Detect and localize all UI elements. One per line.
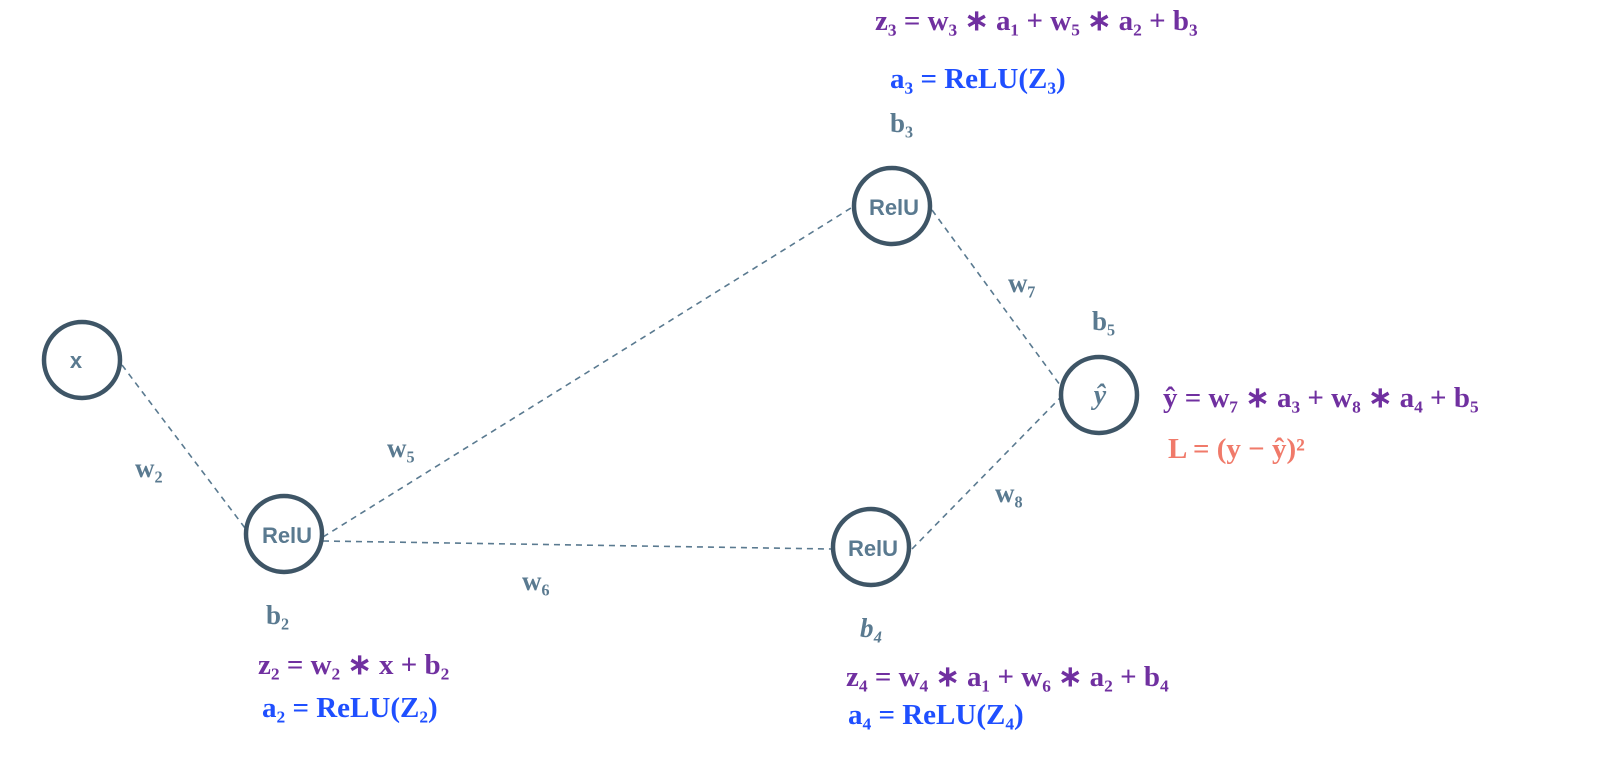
equation-a2: a₂ = ReLU(Z₂) [262, 692, 438, 724]
edge-w2 [121, 364, 246, 529]
equation-a4: a₄ = ReLU(Z₄) [848, 699, 1024, 731]
hidden-node-2 [243, 493, 325, 575]
output-node-label: ŷ [1091, 380, 1107, 411]
bias-b2: b₂ [266, 600, 289, 630]
equation-loss: L = (y − ŷ)² [1168, 433, 1305, 465]
input-node [41, 319, 123, 401]
equation-z4: z₄ = w₄ ∗ a₁ + w₆ ∗ a₂ + b₄ [846, 661, 1169, 693]
weight-w6: w₆ [522, 566, 550, 596]
weight-w2: w₂ [135, 453, 163, 483]
bias-b3: b₃ [890, 108, 913, 138]
equation-z2: z₂ = w₂ ∗ x + b₂ [258, 649, 449, 681]
output-node [1058, 354, 1140, 436]
weight-w5: w₅ [387, 433, 415, 463]
equation-z3: z₃ = w₃ ∗ a₁ + w₅ ∗ a₂ + b₃ [875, 5, 1198, 37]
equation-yhat: ŷ = w₇ ∗ a₃ + w₈ ∗ a₄ + b₅ [1163, 382, 1479, 414]
edge-w7 [931, 209, 1061, 386]
weight-w7: w₇ [1008, 268, 1036, 298]
bias-b4: b₄ [860, 613, 883, 643]
edge-w6 [322, 540, 832, 550]
hidden-node-3 [851, 165, 933, 247]
bias-b5: b₅ [1092, 306, 1115, 336]
input-node-label: x [70, 348, 83, 373]
edge-w5 [322, 207, 852, 538]
hidden-node-4-label: RelU [848, 536, 898, 561]
edge-w8 [911, 397, 1061, 550]
hidden-node-4 [830, 506, 912, 588]
hidden-node-2-label: RelU [262, 523, 312, 548]
weight-w8: w₈ [995, 478, 1023, 508]
hidden-node-3-label: RelU [869, 195, 919, 220]
equation-a3: a₃ = ReLU(Z₃) [890, 63, 1066, 95]
